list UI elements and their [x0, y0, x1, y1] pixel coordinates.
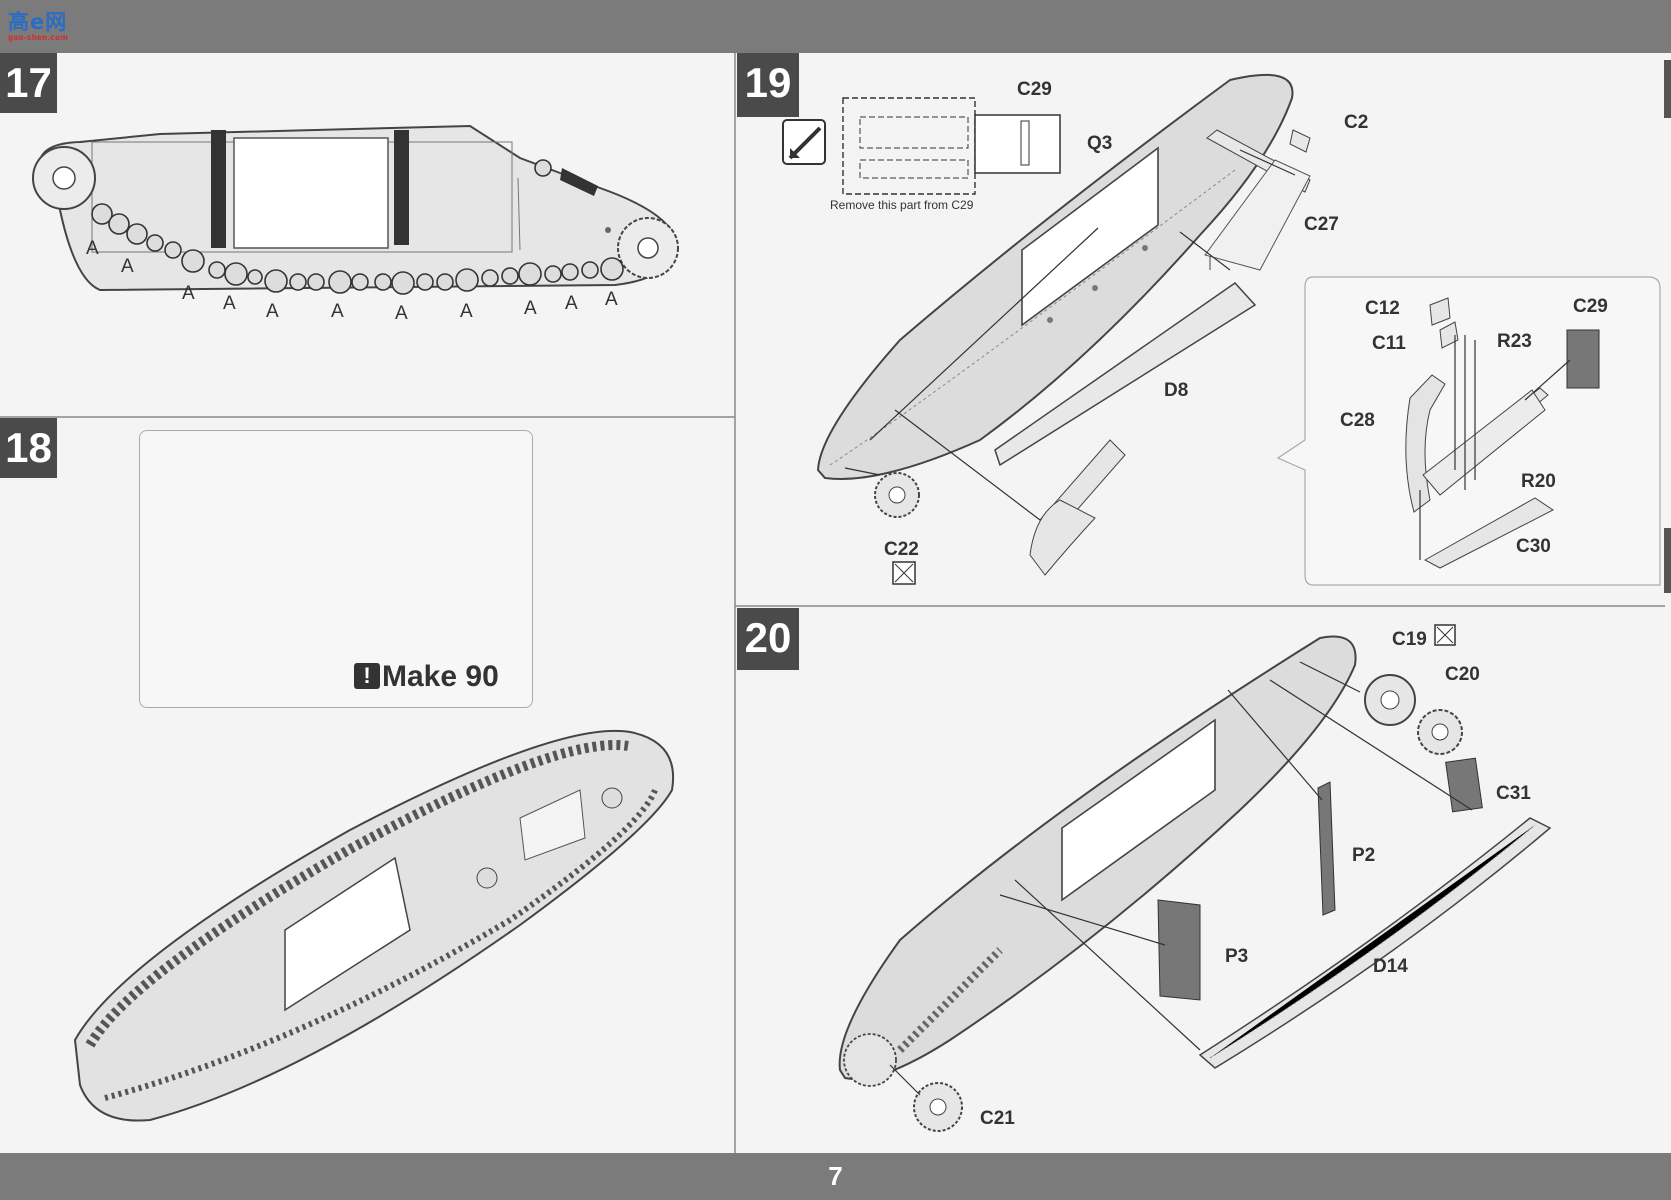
part-label: P3 — [1225, 946, 1248, 967]
step19-detail-callout — [1276, 276, 1661, 586]
step-number-20: 20 — [737, 608, 799, 670]
step18-hull-with-tracks — [73, 729, 675, 1122]
part-label: A — [223, 293, 236, 314]
removal-note: Remove this part from C29 — [830, 198, 974, 212]
part-label: C27 — [1304, 214, 1339, 235]
part-label: A — [605, 289, 618, 310]
step20-hull-side — [838, 635, 1357, 1087]
step-number-18: 18 — [0, 418, 57, 478]
part-label: C11 — [1372, 333, 1406, 354]
edge-tab — [1664, 528, 1671, 593]
logo-text: 高e网 — [8, 10, 68, 34]
top-band — [0, 0, 1671, 53]
edge-tab — [1664, 60, 1671, 118]
part-label: C31 — [1496, 783, 1531, 804]
part-label: C19 — [1392, 629, 1427, 650]
step18-detail-box — [139, 430, 533, 708]
warning-icon: ! — [354, 663, 380, 689]
part-label: D8 — [1164, 380, 1188, 401]
part-label: A — [182, 283, 195, 304]
part-label: A — [266, 301, 279, 322]
bottom-band — [0, 1153, 1671, 1200]
part-label: C28 — [1340, 410, 1375, 431]
step19-exploded-parts — [844, 129, 1311, 585]
part-label: C21 — [980, 1108, 1015, 1129]
part-label: R23 — [1497, 331, 1532, 352]
step19-cut-diagram — [782, 97, 1061, 195]
make-quantity-text: Make 90 — [382, 660, 499, 693]
part-label: A — [460, 301, 473, 322]
part-label: A — [331, 301, 344, 322]
part-label: A — [524, 298, 537, 319]
part-label: C22 — [884, 539, 919, 560]
make-quantity-note: !Make 90 — [354, 660, 499, 694]
part-label: R20 — [1521, 471, 1556, 492]
part-label: D14 — [1373, 956, 1408, 977]
step-number-19: 19 — [737, 53, 799, 117]
part-label: C30 — [1516, 536, 1551, 557]
part-label: Q3 — [1087, 133, 1112, 154]
part-label: C12 — [1365, 298, 1400, 319]
part-label: C2 — [1344, 112, 1368, 133]
part-label: P2 — [1352, 845, 1375, 866]
site-logo: 高e网 gao-shen.com — [8, 6, 72, 42]
part-label: C29 — [1017, 79, 1052, 100]
part-label: C20 — [1445, 664, 1480, 685]
part-label: A — [565, 293, 578, 314]
part-label: A — [86, 238, 99, 259]
step20-exploded-parts — [889, 624, 1552, 1132]
step-number-17: 17 — [0, 53, 57, 113]
logo-url: gao-shen.com — [8, 33, 69, 42]
part-label: A — [121, 256, 134, 277]
page-number: 7 — [828, 1161, 843, 1191]
part-label: C29 — [1573, 296, 1608, 317]
step17-hull-side-view — [32, 124, 679, 295]
part-label: A — [395, 303, 408, 324]
